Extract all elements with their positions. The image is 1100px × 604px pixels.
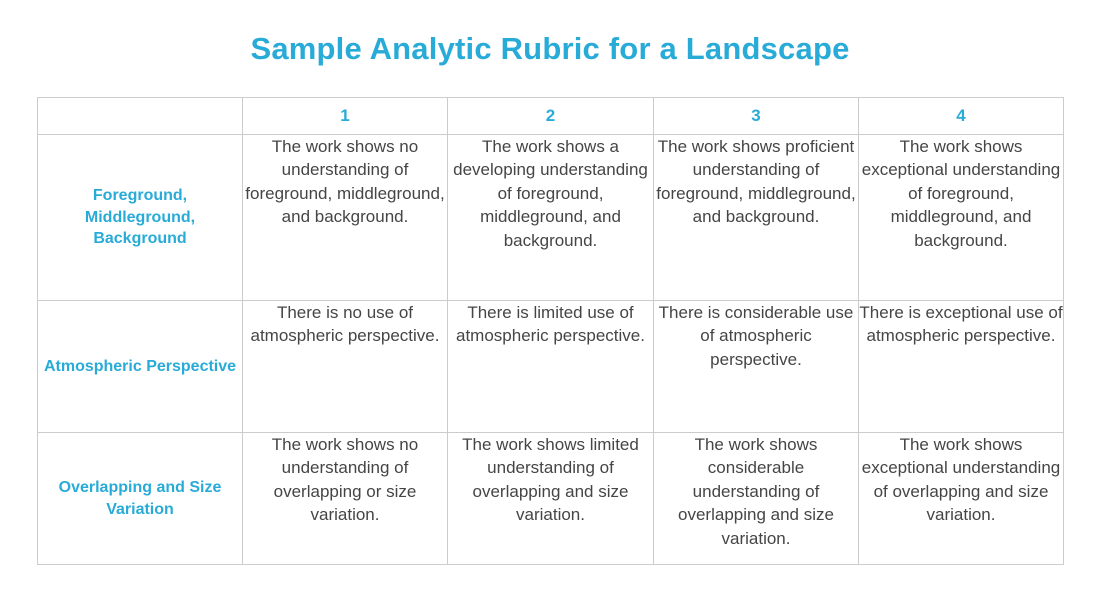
- header-corner-cell: [37, 97, 243, 135]
- criterion-label-atmospheric-perspective: Atmospheric Perspective: [37, 300, 243, 433]
- table-row: Overlapping and Size Variation The work …: [37, 432, 1064, 565]
- criterion-label-foreground-middleground-background: Foreground, Middleground, Background: [37, 134, 243, 301]
- cell-row1-score4: There is exceptional use of atmospheric …: [858, 300, 1064, 433]
- cell-row0-score3: The work shows proficient understanding …: [653, 134, 859, 301]
- cell-row2-score2: The work shows limited understanding of …: [447, 432, 654, 565]
- cell-row0-score2: The work shows a developing understandin…: [447, 134, 654, 301]
- cell-row2-score1: The work shows no understanding of overl…: [242, 432, 448, 565]
- cell-row2-score3: The work shows considerable understandin…: [653, 432, 859, 565]
- header-score-1: 1: [242, 97, 448, 135]
- page-title: Sample Analytic Rubric for a Landscape: [250, 31, 850, 66]
- cell-row2-score4: The work shows exceptional understanding…: [858, 432, 1064, 565]
- table-header-row: 1 2 3 4: [37, 97, 1064, 135]
- cell-row1-score1: There is no use of atmospheric perspecti…: [242, 300, 448, 433]
- cell-row1-score3: There is considerable use of atmospheric…: [653, 300, 859, 433]
- header-score-4: 4: [858, 97, 1064, 135]
- table-row: Atmospheric Perspective There is no use …: [37, 300, 1064, 433]
- cell-row0-score4: The work shows exceptional understanding…: [858, 134, 1064, 301]
- header-score-3: 3: [653, 97, 859, 135]
- cell-row0-score1: The work shows no understanding of foreg…: [242, 134, 448, 301]
- table-row: Foreground, Middleground, Background The…: [37, 134, 1064, 301]
- rubric-table-container: 1 2 3 4 Foreground, Middleground, Backgr…: [37, 97, 1064, 565]
- criterion-label-overlapping-and-size-variation: Overlapping and Size Variation: [37, 432, 243, 565]
- cell-row1-score2: There is limited use of atmospheric pers…: [447, 300, 654, 433]
- rubric-table: 1 2 3 4 Foreground, Middleground, Backgr…: [37, 97, 1064, 565]
- header-score-2: 2: [447, 97, 654, 135]
